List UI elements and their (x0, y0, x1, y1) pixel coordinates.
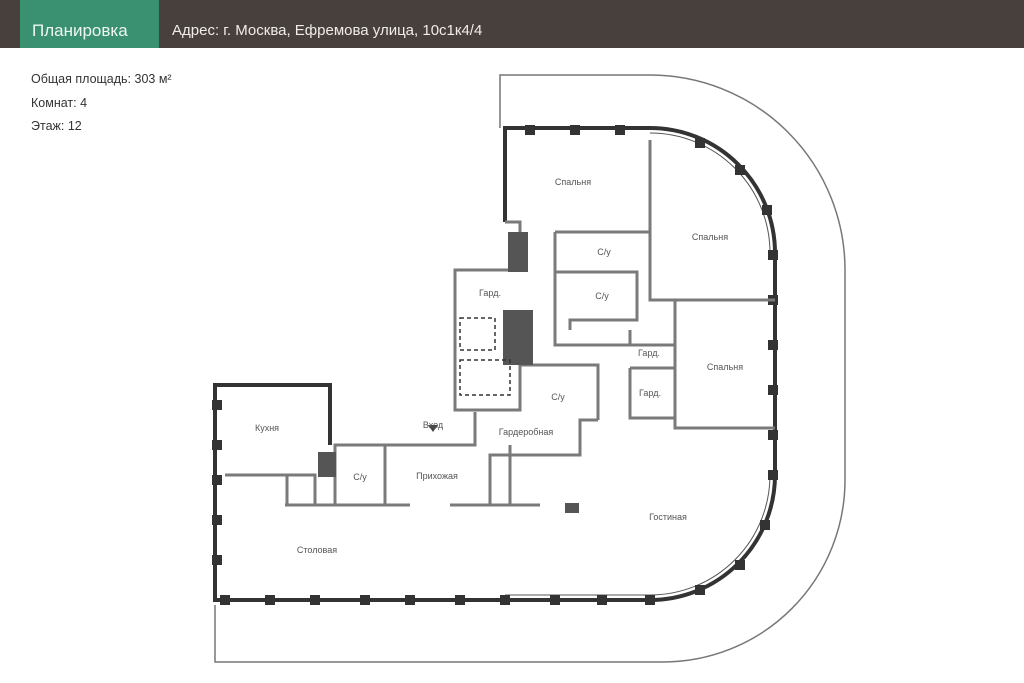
top-bar: Планировка Адрес: г. Москва, Ефремова ул… (0, 0, 1024, 48)
room-bath-1: С/у (597, 247, 611, 257)
column (318, 452, 336, 477)
room-closet-2: Гард. (638, 348, 660, 358)
room-dressing: Гардеробная (499, 427, 554, 437)
room-living: Гостиная (649, 512, 687, 522)
room-bedroom-1: Спальня (555, 177, 591, 187)
entrance-marker-icon (428, 425, 438, 432)
exterior-wall (213, 126, 777, 602)
room-bath-3: С/у (551, 392, 565, 402)
total-area: Общая площадь: 303 м² (31, 72, 172, 86)
address-text: Адрес: г. Москва, Ефремова улица, 10с1к4… (172, 22, 483, 39)
interior-walls (225, 140, 775, 507)
window-piers (212, 125, 778, 605)
column (503, 310, 533, 365)
room-kitchen: Кухня (255, 423, 279, 433)
room-bath-4: С/у (353, 472, 367, 482)
room-bedroom-3: Спальня (707, 362, 743, 372)
tab-layout[interactable]: Планировка (20, 0, 159, 48)
room-hall: Прихожая (416, 471, 458, 481)
room-dining: Столовая (297, 545, 337, 555)
entrance-label: Вход (423, 420, 444, 430)
elevator-shafts (459, 317, 511, 396)
terrace-outline (214, 74, 846, 663)
room-closet-1: Гард. (479, 288, 501, 298)
room-bedroom-2: Спальня (692, 232, 728, 242)
floor-number: Этаж: 12 (31, 119, 82, 133)
room-closet-3: Гард. (639, 388, 661, 398)
room-count: Комнат: 4 (31, 96, 88, 110)
room-bath-2: С/у (595, 291, 609, 301)
room-labels: Спальня Спальня Спальня С/у С/у С/у С/у … (255, 177, 743, 555)
column (565, 503, 579, 513)
column (508, 232, 528, 272)
